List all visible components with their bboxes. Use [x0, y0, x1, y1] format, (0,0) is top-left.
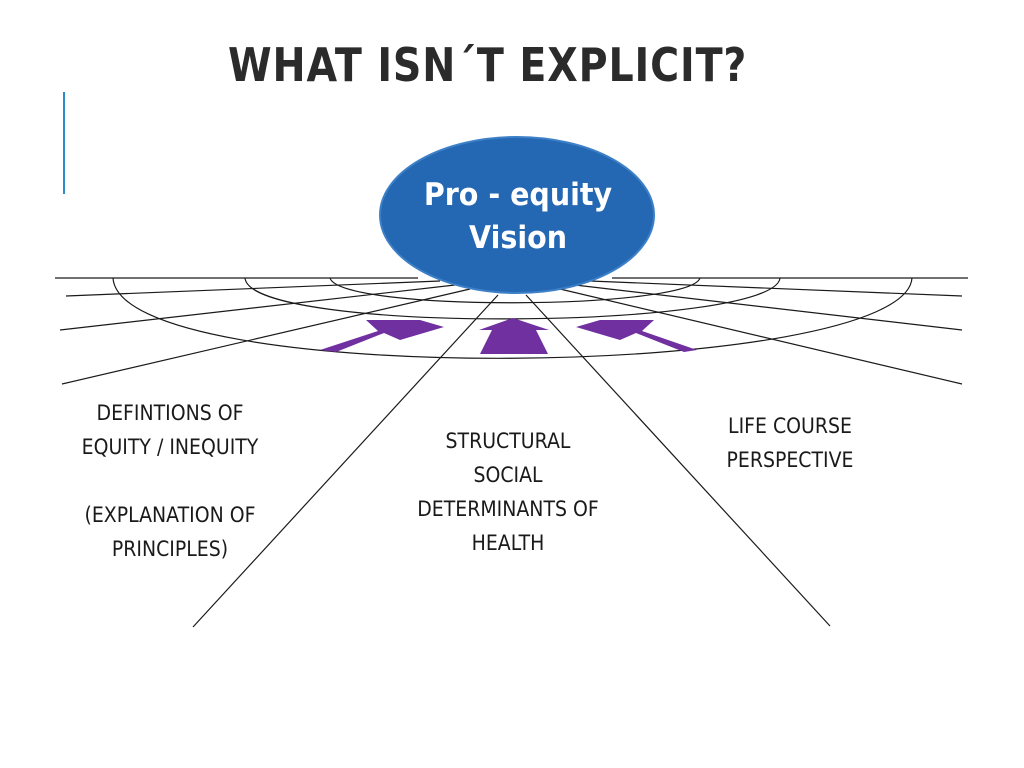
left-label-line2: EQUITY / INEQUITY [81, 435, 259, 459]
ray-left-2 [59, 284, 456, 331]
divider-right [525, 294, 831, 627]
arrow-right [576, 320, 697, 352]
middle-label-line4: HEALTH [471, 531, 545, 555]
structural-determinants-label: STRUCTURAL SOCIAL DETERMINANTS OF HEALTH [400, 424, 616, 560]
left-label-line3: (EXPLANATION OF [84, 503, 256, 527]
ray-right-1 [589, 280, 963, 297]
middle-label-line2: SOCIAL [473, 463, 543, 487]
middle-label-line3: DETERMINANTS OF [417, 497, 599, 521]
slide-title: WHAT ISN´T EXPLICIT? [228, 38, 748, 92]
left-label-line1: DEFINTIONS OF [96, 401, 244, 425]
definitions-label: DEFINTIONS OF EQUITY / INEQUITY (EXPLANA… [62, 396, 278, 566]
arrow-center [479, 318, 549, 354]
arrow-left [320, 320, 444, 352]
inner-arc [329, 277, 701, 304]
ray-right-2 [574, 284, 963, 331]
accent-bar [63, 92, 65, 194]
outer-arc [112, 277, 913, 359]
pro-equity-vision-label: Pro - equity Vision [409, 174, 626, 260]
left-label-line4: PRINCIPLES) [111, 537, 229, 561]
ray-left-3 [61, 288, 471, 385]
right-label-line1: LIFE COURSE [728, 414, 852, 438]
ray-left-1 [65, 280, 441, 297]
ray-right-3 [559, 288, 963, 385]
middle-label-line1: STRUCTURAL [445, 429, 571, 453]
right-label-line2: PERSPECTIVE [726, 448, 854, 472]
center-label-line1: Pro - equity [423, 177, 613, 213]
center-label-line2: Vision [468, 220, 568, 256]
divider-left [192, 294, 499, 628]
life-course-label: LIFE COURSE PERSPECTIVE [700, 409, 880, 477]
pro-equity-vision-ellipse [379, 136, 655, 294]
